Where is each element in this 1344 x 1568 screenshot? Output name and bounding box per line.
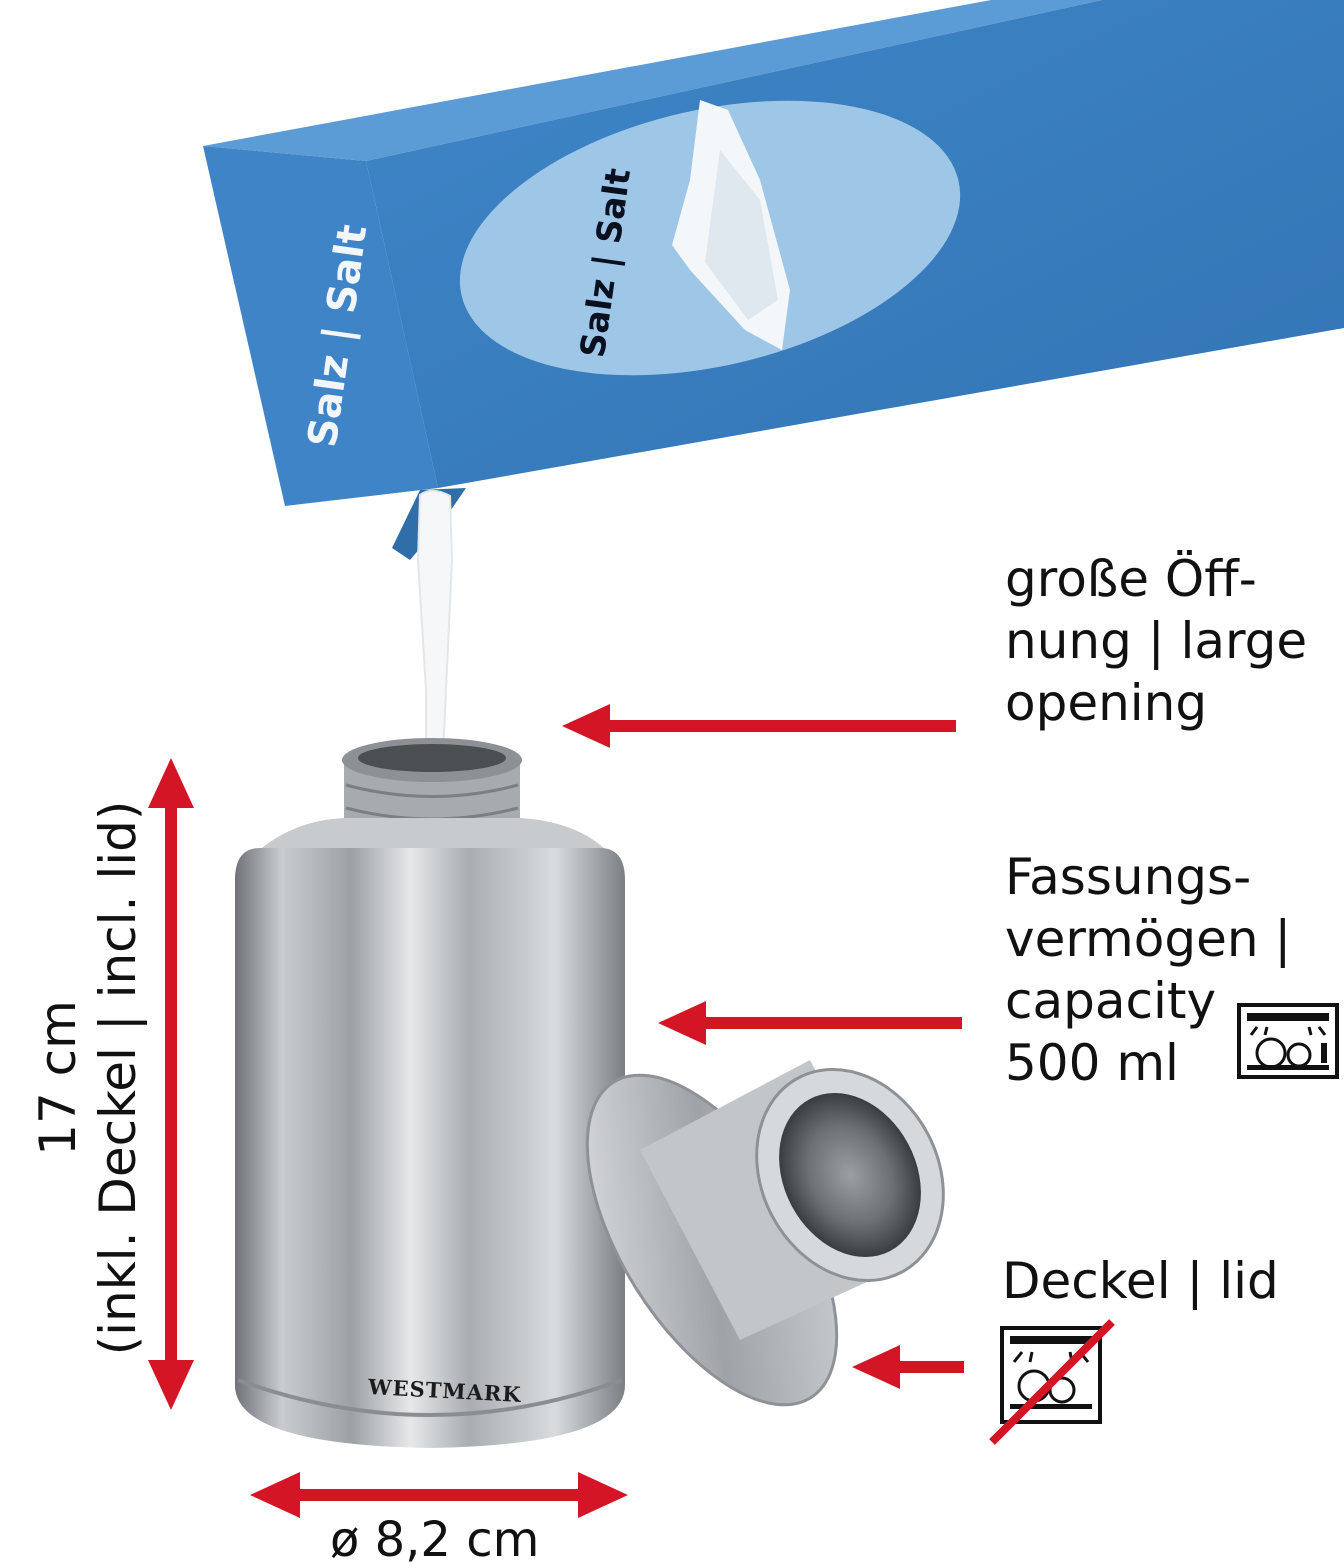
capacity-callout-line: capacity bbox=[1005, 972, 1217, 1030]
capacity-callout-line: Fassungs- bbox=[1005, 848, 1252, 906]
shaker-base-edge bbox=[237, 1378, 623, 1417]
height-dimension-text: 17 cm (inkl. Deckel | incl. lid) bbox=[28, 801, 148, 1356]
lid-callout-line: Deckel | lid bbox=[1002, 1252, 1279, 1310]
lid-callout: Deckel | lid bbox=[1002, 1250, 1279, 1312]
shaker-lid bbox=[585, 1060, 945, 1407]
arrow-opening bbox=[562, 704, 956, 748]
opening-callout-line: große Öff- bbox=[1005, 550, 1257, 608]
opening-callout: große Öff- nung | large opening bbox=[1005, 548, 1307, 734]
capacity-callout: Fassungs- vermögen | capacity 500 ml bbox=[1005, 846, 1291, 1094]
diameter-dimension-arrow bbox=[250, 1472, 628, 1518]
capacity-callout-line: vermögen | bbox=[1005, 910, 1292, 968]
dishwasher-safe-icon bbox=[1237, 1003, 1339, 1079]
salt-shaker-body bbox=[235, 738, 625, 1448]
opening-callout-line: opening bbox=[1005, 674, 1208, 732]
height-value: 17 cm bbox=[29, 1000, 87, 1156]
height-note: (inkl. Deckel | incl. lid) bbox=[89, 800, 147, 1356]
salt-stream bbox=[416, 489, 454, 776]
salt-box bbox=[203, 0, 1344, 560]
shaker-opening bbox=[358, 744, 506, 772]
arrow-capacity bbox=[658, 1001, 962, 1045]
height-dimension-arrow bbox=[148, 758, 194, 1410]
diameter-dimension-label: ø 8,2 cm bbox=[330, 1512, 540, 1568]
not-dishwasher-safe-icon bbox=[989, 1319, 1115, 1445]
callout-arrows bbox=[148, 704, 964, 1518]
salt-box-top-face bbox=[203, 0, 1102, 161]
shaker-cylinder bbox=[235, 848, 625, 1448]
arrow-lid bbox=[852, 1345, 964, 1389]
salt-box-side-face bbox=[203, 146, 438, 506]
opening-callout-line: nung | large bbox=[1005, 612, 1308, 670]
salt-pile-shade bbox=[705, 150, 778, 320]
capacity-callout-line: 500 ml bbox=[1005, 1034, 1179, 1092]
lid-inner-thread bbox=[779, 1092, 921, 1258]
